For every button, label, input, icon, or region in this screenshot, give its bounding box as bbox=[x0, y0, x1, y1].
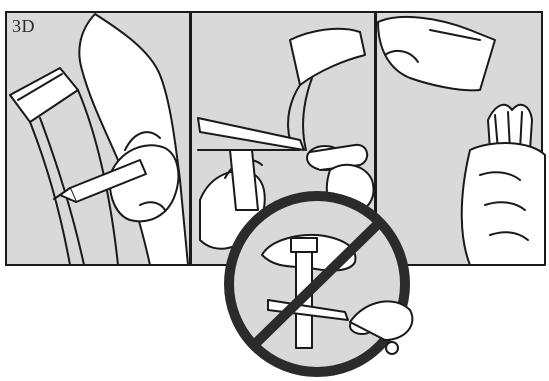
panel-label: 3D bbox=[12, 16, 35, 37]
prohibition-inset bbox=[229, 196, 412, 372]
